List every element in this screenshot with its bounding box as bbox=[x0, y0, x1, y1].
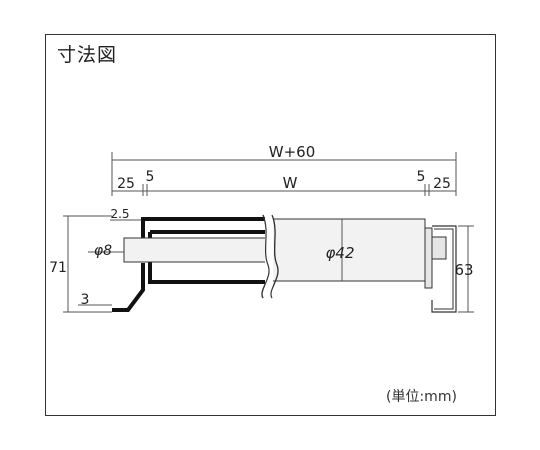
bracket-height-label: 63 bbox=[454, 261, 473, 279]
plate-thickness-top-label: 2.5 bbox=[110, 207, 129, 221]
right-offset-label: 25 bbox=[433, 176, 451, 192]
right-gap-label: 5 bbox=[417, 169, 426, 185]
unit-note: (単位:mm) bbox=[386, 389, 457, 405]
left-frame-channel bbox=[112, 217, 270, 312]
right-bracket bbox=[424, 225, 457, 313]
shaft bbox=[123, 237, 273, 263]
left-gap-label: 5 bbox=[146, 169, 155, 185]
top-dimension-lines bbox=[111, 152, 457, 196]
break-lines-front bbox=[261, 214, 279, 299]
shaft-diameter-label: φ8 bbox=[94, 243, 112, 259]
roller-diameter-label: φ42 bbox=[326, 244, 355, 262]
overall-width-label: W+60 bbox=[269, 143, 316, 161]
frame-height-label: 71 bbox=[49, 260, 67, 276]
width-label: W bbox=[283, 174, 298, 192]
drawing-title: 寸法図 bbox=[57, 44, 118, 66]
plate-thickness-bottom-label: 3 bbox=[81, 292, 90, 308]
right-dimension-lines bbox=[458, 225, 474, 313]
left-offset-label: 25 bbox=[117, 176, 135, 192]
break-gap bbox=[265, 214, 273, 300]
drawing-frame bbox=[45, 34, 496, 416]
